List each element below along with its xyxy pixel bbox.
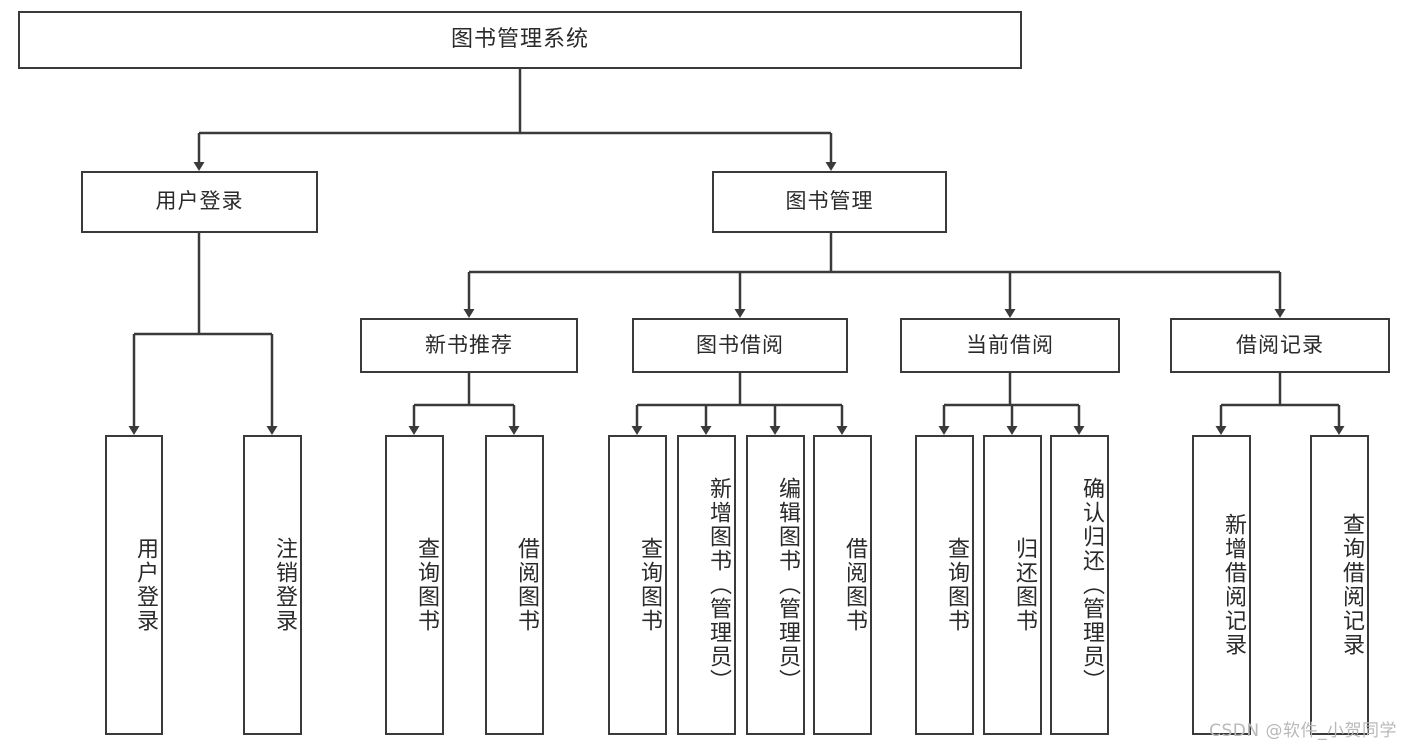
leaf-confirm-return-admin[interactable]: 确认归还（管理员） (1050, 435, 1109, 735)
leaf-query-book-new[interactable]: 查询图书 (385, 435, 444, 735)
leaf-return-book[interactable]: 归还图书 (983, 435, 1042, 735)
node-user-login-label: 用户登录 (155, 189, 244, 214)
node-root[interactable]: 图书管理系统 (18, 11, 1022, 69)
leaf-borrow-book-label: 借阅图书 (842, 537, 867, 633)
leaf-user-login-label: 用户登录 (133, 537, 158, 633)
node-user-login[interactable]: 用户登录 (81, 171, 318, 233)
leaf-query-book-borrow[interactable]: 查询图书 (608, 435, 667, 735)
node-root-label: 图书管理系统 (450, 26, 589, 52)
node-new-book-recommend[interactable]: 新书推荐 (360, 318, 578, 373)
leaf-user-login[interactable]: 用户登录 (105, 435, 163, 735)
leaf-confirm-return-admin-label: 确认归还（管理员） (1079, 477, 1104, 693)
leaf-borrow-book-new-label: 借阅图书 (514, 537, 539, 633)
leaf-query-borrow-record-label: 查询借阅记录 (1339, 513, 1364, 657)
node-new-book-recommend-label: 新书推荐 (425, 332, 513, 357)
node-current-borrow-label: 当前借阅 (966, 332, 1054, 357)
leaf-edit-book-admin-label: 编辑图书（管理员） (775, 477, 800, 693)
leaf-add-borrow-record-label: 新增借阅记录 (1221, 513, 1246, 657)
leaf-query-book-current-label: 查询图书 (944, 537, 969, 633)
node-book-borrow-label: 图书借阅 (696, 332, 784, 357)
leaf-add-book-admin[interactable]: 新增图书（管理员） (677, 435, 736, 735)
node-borrow-records[interactable]: 借阅记录 (1170, 318, 1390, 373)
leaf-query-book-current[interactable]: 查询图书 (915, 435, 974, 735)
leaf-add-borrow-record[interactable]: 新增借阅记录 (1192, 435, 1251, 735)
watermark: CSDN @软件_小贺同学 (1209, 721, 1397, 741)
leaf-query-book-borrow-label: 查询图书 (637, 537, 662, 633)
leaf-edit-book-admin[interactable]: 编辑图书（管理员） (746, 435, 805, 735)
leaf-query-book-new-label: 查询图书 (414, 537, 439, 633)
leaf-logout-label: 注销登录 (272, 537, 297, 633)
node-book-management[interactable]: 图书管理 (712, 171, 947, 233)
leaf-borrow-book-new[interactable]: 借阅图书 (485, 435, 544, 735)
leaf-borrow-book[interactable]: 借阅图书 (813, 435, 872, 735)
node-book-management-label: 图书管理 (785, 189, 874, 214)
node-borrow-records-label: 借阅记录 (1236, 332, 1324, 357)
node-current-borrow[interactable]: 当前借阅 (900, 318, 1120, 373)
leaf-query-borrow-record[interactable]: 查询借阅记录 (1310, 435, 1369, 735)
leaf-return-book-label: 归还图书 (1012, 537, 1037, 633)
leaf-add-book-admin-label: 新增图书（管理员） (706, 477, 731, 693)
leaf-logout[interactable]: 注销登录 (243, 435, 302, 735)
node-book-borrow[interactable]: 图书借阅 (632, 318, 848, 373)
